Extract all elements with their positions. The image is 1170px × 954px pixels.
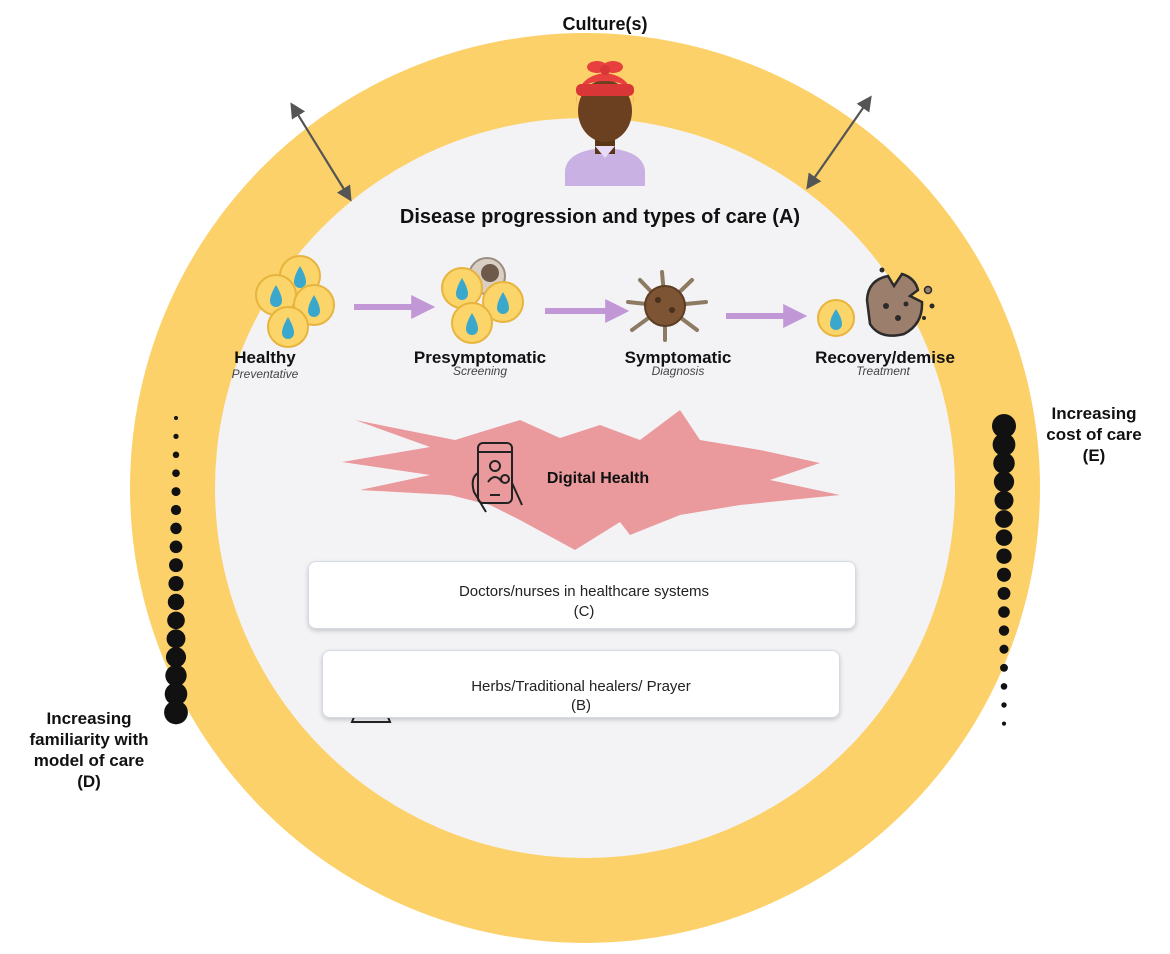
- woman-head-wrap-icon: [565, 61, 645, 186]
- cost-dot: [1000, 683, 1008, 690]
- stage-name-healthy: Healthy: [234, 348, 296, 367]
- virus-icon: [626, 270, 708, 342]
- cost-dot: [994, 490, 1014, 510]
- cost-dot: [998, 625, 1010, 636]
- familiarity-line1: Increasing: [46, 709, 132, 728]
- familiarity-dot: [169, 558, 183, 573]
- familiarity-line4: (D): [77, 772, 101, 791]
- familiarity-dot: [172, 451, 180, 459]
- culture-label: Culture(s): [562, 14, 648, 34]
- familiarity-dot: [169, 540, 183, 554]
- cost-line2: cost of care: [1046, 425, 1142, 444]
- digital-health-burst: [342, 410, 840, 550]
- presymptomatic-cells-icon: [441, 257, 524, 344]
- cost-dot: [996, 548, 1012, 564]
- familiarity-dot: [167, 593, 185, 611]
- cost-dot: [993, 452, 1015, 474]
- cost-dot: [995, 510, 1013, 528]
- cost-dot: [992, 414, 1016, 438]
- cost-dots: [992, 414, 1016, 726]
- cost-line3: (E): [1082, 446, 1106, 465]
- recovery-cell-icon: [817, 299, 855, 337]
- familiarity-line2: familiarity with: [29, 730, 149, 749]
- cost-label: Increasing cost of care (E): [1026, 403, 1162, 466]
- cost-dot: [999, 644, 1009, 654]
- familiarity-dot: [170, 522, 182, 535]
- cost-dot: [993, 471, 1015, 492]
- cost-dot: [1001, 721, 1007, 726]
- double-arrow-left: [290, 102, 352, 202]
- stage-sub-preventative: Preventative: [231, 367, 299, 381]
- cost-dot: [992, 433, 1016, 456]
- digital-health-label: Digital Health: [546, 470, 650, 487]
- familiarity-dot: [172, 469, 180, 478]
- stage-sub-treatment: Treatment: [856, 364, 910, 378]
- cost-line1: Increasing: [1051, 404, 1137, 423]
- familiarity-label: Increasing familiarity with model of car…: [0, 708, 178, 792]
- care-card-b: Herbs/Traditional healers/ Prayer (B): [322, 650, 840, 718]
- familiarity-dot: [173, 433, 179, 440]
- familiarity-dot: [174, 416, 178, 420]
- familiarity-dot: [166, 629, 186, 649]
- stage-sub-diagnosis: Diagnosis: [651, 364, 705, 378]
- familiarity-dot: [164, 700, 188, 725]
- phone-health-icon: [471, 442, 523, 513]
- familiarity-dot: [165, 647, 187, 668]
- care-b-line1: Herbs/Traditional healers/ Prayer: [471, 678, 691, 695]
- cost-dot: [997, 586, 1011, 600]
- care-c-line2: (C): [573, 603, 595, 620]
- familiarity-dot: [170, 504, 182, 516]
- cost-dot: [995, 529, 1013, 546]
- familiarity-dot: [164, 682, 188, 706]
- familiarity-dot: [168, 576, 184, 592]
- cost-dot: [1001, 702, 1007, 708]
- familiarity-line3: model of care: [33, 751, 145, 770]
- healthy-cells-icon: [255, 255, 335, 348]
- care-card-c: Doctors/nurses in healthcare systems (C): [308, 561, 856, 629]
- cost-dot: [998, 606, 1010, 618]
- familiarity-dot: [167, 611, 185, 630]
- familiarity-dot: [171, 487, 181, 497]
- familiarity-dots: [164, 416, 188, 725]
- care-c-line1: Doctors/nurses in healthcare systems: [458, 583, 710, 600]
- care-b-line2: (B): [571, 697, 591, 714]
- familiarity-dot: [165, 664, 187, 687]
- stage-sub-screening: Screening: [452, 364, 508, 378]
- stage-name-symptomatic: Symptomatic: [624, 348, 732, 367]
- stage-name-recovery-demise: Recovery/demise: [815, 348, 955, 367]
- cost-dot: [1000, 663, 1008, 672]
- damaged-cell-icon: [865, 267, 935, 337]
- double-arrow-right: [806, 95, 872, 190]
- stage-name-presymptomatic: Presymptomatic: [413, 348, 547, 367]
- cost-dot: [996, 567, 1012, 582]
- diagram-title: Disease progression and types of care (A…: [399, 206, 801, 228]
